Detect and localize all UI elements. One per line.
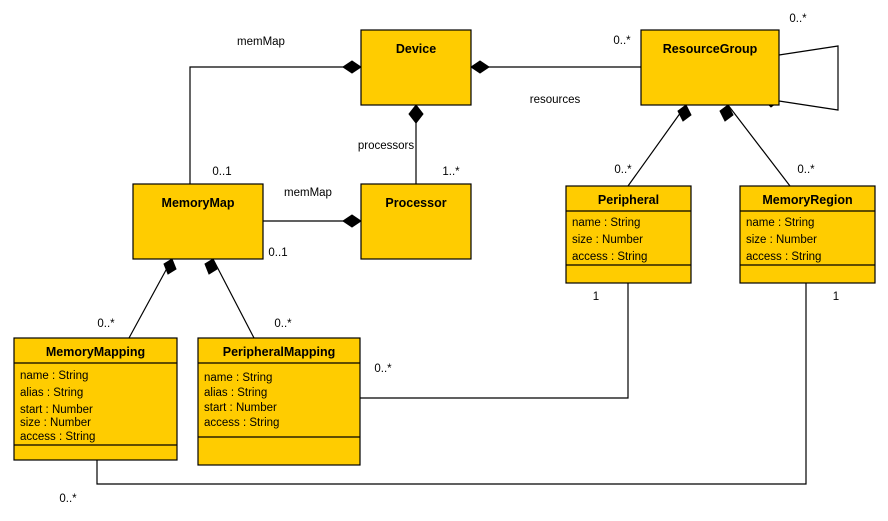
association-peripheralmapping-peripheral[interactable] [360, 283, 629, 399]
class-body [565, 185, 692, 284]
association-memorymapping-memoryregion[interactable] [96, 283, 807, 485]
role-label-processors: processors [358, 140, 414, 152]
class-body [360, 183, 472, 260]
edge-line [96, 283, 807, 485]
class-box-peripheral[interactable]: Peripheral name : String size : Number a… [565, 185, 692, 284]
class-title: Device [396, 42, 436, 56]
edge-line [189, 66, 361, 184]
edge-line [727, 104, 791, 187]
edge-line [627, 104, 687, 187]
class-attribute: size : Number [572, 234, 643, 246]
composition-diamond-icon [470, 60, 490, 74]
class-title: Processor [385, 196, 446, 210]
class-box-processor[interactable]: Processor [360, 183, 472, 260]
multiplicity-device-memorymap: 0..1 [212, 166, 231, 178]
edge-line [778, 45, 839, 111]
multiplicity-resourcegroup-self: 0..* [789, 13, 807, 25]
class-attribute: alias : String [20, 387, 83, 399]
role-label-memmap-top: memMap [237, 36, 285, 48]
class-attribute: start : Number [20, 404, 93, 416]
composition-diamond-icon [163, 258, 177, 275]
edge-line [360, 283, 629, 399]
multiplicity-peripheral-bottom: 1 [593, 291, 599, 303]
multiplicity-resourcegroup: 0..* [613, 35, 631, 47]
multiplicity-memorymap-processor: 0..1 [268, 247, 287, 259]
composition-diamond-icon [677, 104, 692, 122]
association-memorymap-processor[interactable] [263, 214, 362, 228]
role-label-memmap-mid: memMap [284, 187, 332, 199]
multiplicity-peripheral-top: 0..* [614, 164, 632, 176]
class-attribute: size : Number [746, 234, 817, 246]
class-attribute: alias : String [204, 387, 267, 399]
multiplicity-memoryregion-top: 0..* [797, 164, 815, 176]
class-attribute: start : Number [204, 402, 277, 414]
class-attribute: access : String [20, 431, 95, 443]
multiplicity-processor: 1..* [442, 166, 460, 178]
class-box-peripheralmapping[interactable]: PeripheralMapping name : String alias : … [197, 337, 361, 466]
composition-diamond-icon [342, 214, 362, 228]
class-box-resourcegroup[interactable]: ResourceGroup [640, 29, 780, 106]
class-body [13, 337, 178, 461]
multiplicity-peripheralmapping-top: 0..* [274, 318, 292, 330]
multiplicity-memorymapping-bottom: 0..* [59, 493, 77, 505]
class-attribute: access : String [746, 251, 821, 263]
class-attribute: access : String [572, 251, 647, 263]
edge-line [212, 258, 255, 339]
class-attribute: access : String [204, 417, 279, 429]
class-title: MemoryMap [162, 196, 235, 210]
class-box-device[interactable]: Device [360, 29, 472, 106]
class-body [640, 29, 780, 106]
class-box-memorymap[interactable]: MemoryMap [132, 183, 264, 260]
class-attribute: name : String [746, 217, 814, 229]
class-box-memorymapping[interactable]: MemoryMapping name : String alias : Stri… [13, 337, 178, 461]
multiplicity-memorymapping-top: 0..* [97, 318, 115, 330]
multiplicity-memoryregion-bottom: 1 [833, 291, 839, 303]
class-title: ResourceGroup [663, 42, 758, 56]
role-label-resources: resources [530, 94, 581, 106]
association-device-memmap[interactable] [189, 60, 362, 184]
association-device-resources[interactable] [470, 60, 641, 74]
edge-line [128, 258, 173, 339]
class-attribute: name : String [20, 370, 88, 382]
association-memorymap-memorymapping[interactable] [128, 258, 177, 339]
class-body [360, 29, 472, 106]
association-memorymap-peripheralmapping[interactable] [204, 258, 255, 339]
class-title: MemoryRegion [762, 193, 852, 207]
class-body [197, 337, 361, 466]
class-attribute: name : String [572, 217, 640, 229]
composition-diamond-icon [204, 258, 218, 275]
association-resourcegroup-peripheral[interactable] [627, 104, 692, 187]
class-attribute: size : Number [20, 417, 91, 429]
class-title: PeripheralMapping [223, 345, 336, 359]
class-title: Peripheral [598, 193, 659, 207]
class-body [132, 183, 264, 260]
multiplicity-peripheralmapping-right: 0..* [374, 363, 392, 375]
composition-diamond-icon [408, 104, 424, 124]
class-body [739, 185, 876, 284]
association-device-processors[interactable] [408, 104, 424, 184]
association-resourcegroup-memoryregion[interactable] [719, 104, 791, 187]
class-title: MemoryMapping [46, 345, 145, 359]
composition-diamond-icon [719, 104, 734, 122]
class-box-memoryregion[interactable]: MemoryRegion name : String size : Number… [739, 185, 876, 284]
class-attribute: name : String [204, 372, 272, 384]
composition-diamond-icon [342, 60, 362, 74]
